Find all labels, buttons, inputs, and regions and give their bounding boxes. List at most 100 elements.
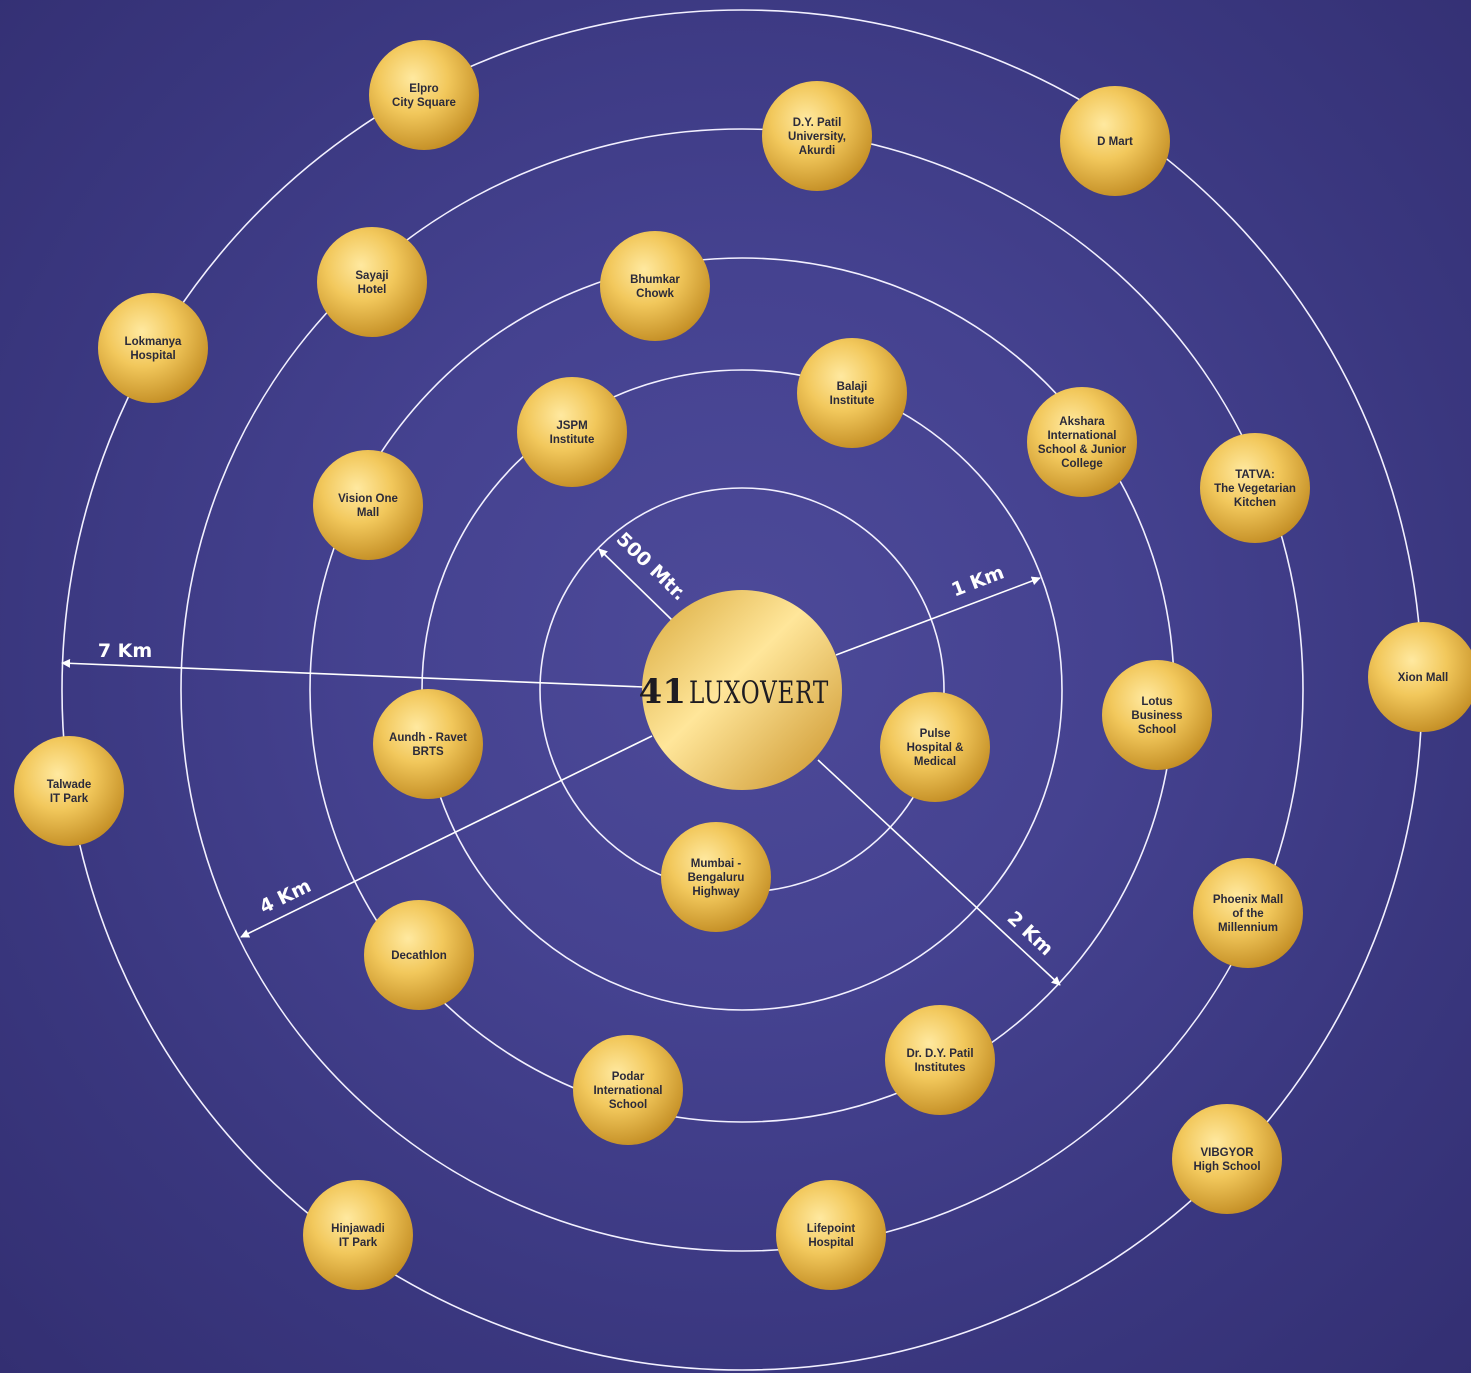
- ring-4km: [180, 128, 1304, 1252]
- place-label-line: School: [609, 1099, 647, 1111]
- place-label-line: International: [593, 1085, 662, 1097]
- place-label-line: IT Park: [50, 793, 89, 805]
- place-label-line: The Vegetarian: [1214, 483, 1296, 495]
- place-bubble-xion-mall: Xion Mall: [1368, 622, 1471, 732]
- place-label-line: Lifepoint: [807, 1223, 856, 1235]
- project-logo-center: 41 LUXOVERT: [639, 590, 842, 790]
- place-circle: [797, 338, 907, 448]
- logo-number: 41: [639, 672, 686, 712]
- place-circle: [517, 377, 627, 487]
- distance-label-2km: 2 Km: [1003, 907, 1058, 960]
- arrow-2km: [817, 759, 1061, 986]
- place-label-line: of the: [1232, 908, 1263, 920]
- place-bubble-vibgyor-high-school: VIBGYOR High School: [1172, 1104, 1282, 1214]
- place-label-line: Elpro: [409, 83, 438, 95]
- place-label-line: Institute: [830, 395, 875, 407]
- place-label-line: Medical: [914, 756, 956, 768]
- place-label-line: Decathlon: [391, 950, 447, 962]
- place-bubble-talwade-it-park: Talwade IT Park: [14, 736, 124, 846]
- place-label-line: Dr. D.Y. Patil: [906, 1048, 973, 1060]
- place-label-line: Talwade: [47, 779, 92, 791]
- place-circle: [14, 736, 124, 846]
- place-circle: [600, 231, 710, 341]
- place-label-line: Business: [1131, 710, 1182, 722]
- place-label-line: Aundh - Ravet: [389, 732, 467, 744]
- place-label-line: Pulse: [920, 728, 951, 740]
- place-label-line: Akshara: [1059, 416, 1105, 428]
- place-label-line: School & Junior: [1038, 444, 1127, 456]
- place-label-line: Institute: [550, 434, 595, 446]
- distance-arrows: [61, 548, 1061, 986]
- place-circle: [880, 692, 990, 802]
- place-circle: [1172, 1104, 1282, 1214]
- place-label-line: Chowk: [636, 288, 674, 300]
- place-label-line: Highway: [692, 886, 740, 898]
- place-label-line: Hospital: [808, 1237, 853, 1249]
- place-circle: [313, 450, 423, 560]
- place-label-line: Podar: [612, 1071, 645, 1083]
- place-label-line: Vision One: [338, 493, 398, 505]
- distance-label-4km: 4 Km: [256, 875, 315, 919]
- place-label-line: VIBGYOR: [1200, 1147, 1254, 1159]
- place-label-line: Lokmanya: [125, 336, 182, 348]
- place-circle: [303, 1180, 413, 1290]
- place-circle: [364, 900, 474, 1010]
- place-label-line: Phoenix Mall: [1213, 894, 1283, 906]
- place-label-line: Hospital &: [907, 742, 964, 754]
- place-label-line: Mall: [357, 507, 379, 519]
- place-bubble-decathlon: Decathlon: [364, 900, 474, 1010]
- place-label-line: Lotus: [1141, 696, 1172, 708]
- place-label-line: College: [1061, 458, 1103, 470]
- place-label-line: Sayaji: [355, 270, 388, 282]
- place-circle: [661, 822, 771, 932]
- place-label-line: JSPM: [556, 420, 587, 432]
- place-label-line: Mumbai -: [691, 858, 742, 870]
- place-label-line: Kitchen: [1234, 497, 1276, 509]
- place-circle: [369, 40, 479, 150]
- place-label-line: Akurdi: [799, 145, 835, 157]
- place-circle: [573, 1035, 683, 1145]
- place-label-line: TATVA:: [1235, 469, 1275, 481]
- place-circle: [1200, 433, 1310, 543]
- place-label-line: Hospital: [130, 350, 175, 362]
- logo-word: LUXOVERT: [689, 675, 829, 711]
- place-circle: [762, 81, 872, 191]
- place-circle: [1060, 86, 1170, 196]
- place-bubble-d-mart: D Mart: [1060, 86, 1170, 196]
- place-label-line: International: [1047, 430, 1116, 442]
- place-bubble-jspm-institute: JSPM Institute: [517, 377, 627, 487]
- place-label-line: Xion Mall: [1398, 672, 1448, 684]
- place-label-line: University,: [788, 131, 846, 143]
- place-circle: [1368, 622, 1471, 732]
- place-label-line: School: [1138, 724, 1176, 736]
- place-circle: [98, 293, 208, 403]
- place-circle: [373, 689, 483, 799]
- place-label-line: Institutes: [914, 1062, 965, 1074]
- distance-label-500m: 500 Mtr.: [612, 528, 691, 605]
- place-label-line: BRTS: [412, 746, 444, 758]
- place-circle: [317, 227, 427, 337]
- distance-label-1km: 1 Km: [949, 561, 1008, 601]
- place-circle: [1193, 858, 1303, 968]
- arrow-500m: [598, 548, 673, 621]
- arrow-1km: [835, 576, 1041, 656]
- place-label-line: High School: [1193, 1161, 1260, 1173]
